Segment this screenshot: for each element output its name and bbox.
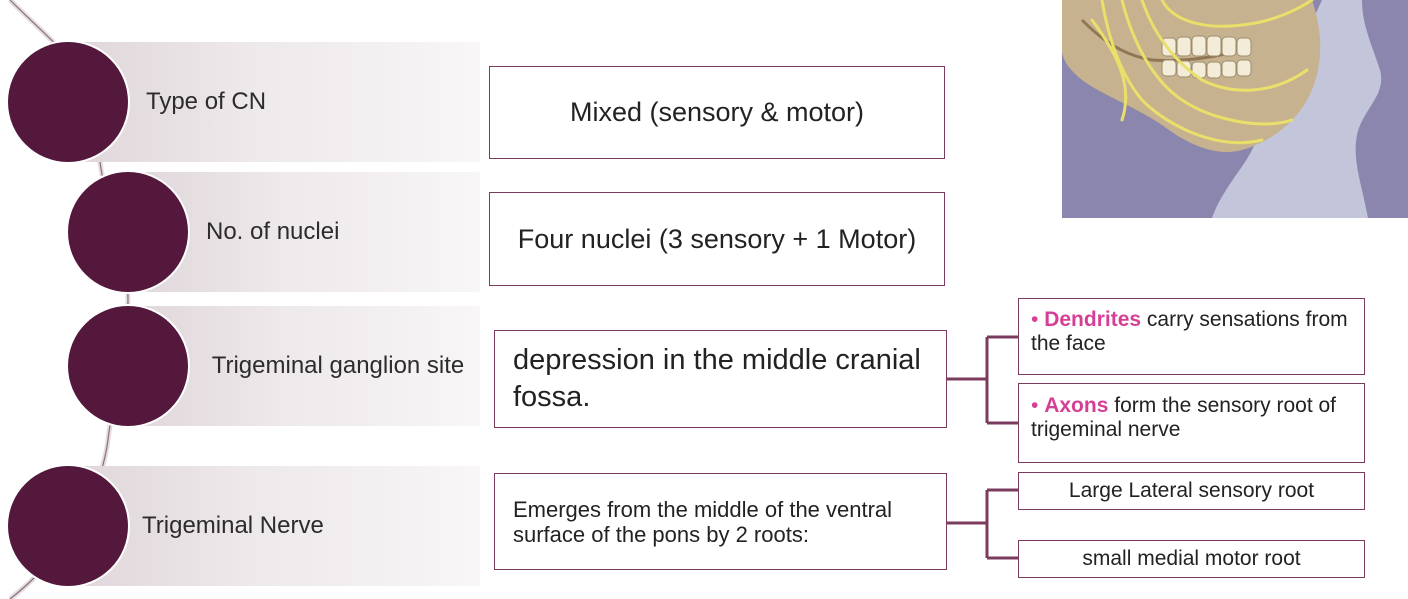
row-value-nuclei: Four nuclei (3 sensory + 1 Motor)	[489, 192, 945, 286]
branch-text: carry sensations from the face	[1031, 308, 1348, 355]
branch-term: Dendrites	[1044, 308, 1142, 331]
row-value-nerve: Emerges from the middle of the ventral s…	[494, 473, 947, 570]
row-marker-circle	[68, 306, 188, 426]
branch-text: form the sensory root of trigeminal nerv…	[1031, 394, 1336, 441]
root-sensory: Large Lateral sensory root	[1018, 472, 1365, 510]
row-marker-circle	[8, 42, 128, 162]
row-label-type: Type of CN	[146, 88, 267, 115]
bullet-icon: •	[1031, 308, 1039, 331]
row-label-nuclei: No. of nuclei	[206, 218, 340, 245]
ganglion-bracket	[947, 335, 1018, 425]
row-value-type: Mixed (sensory & motor)	[489, 66, 945, 159]
root-motor: small medial motor root	[1018, 540, 1365, 578]
skull-nerve-illustration	[1062, 0, 1408, 218]
row-marker-circle	[68, 172, 188, 292]
row-band-nerve	[70, 466, 480, 586]
branch-axons: • Axons form the sensory root of trigemi…	[1018, 383, 1365, 463]
row-label-nerve: Trigeminal Nerve	[142, 512, 324, 539]
nerve-bracket	[947, 488, 1018, 560]
branch-dendrites: • Dendrites carry sensations from the fa…	[1018, 298, 1365, 375]
row-label-ganglion: Trigeminal ganglion site	[211, 352, 465, 379]
branch-term: Axons	[1044, 394, 1109, 417]
row-band-type	[70, 42, 480, 162]
row-value-ganglion: depression in the middle cranial fossa.	[494, 330, 947, 428]
bullet-icon: •	[1031, 394, 1039, 417]
row-marker-circle	[8, 466, 128, 586]
